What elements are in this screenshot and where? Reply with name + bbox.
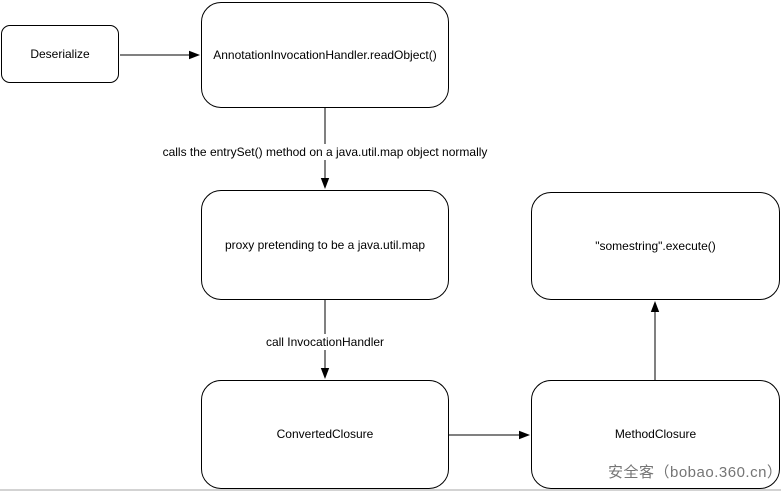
edge-label-entryset: calls the entrySet() method on a java.ut… [159,144,491,161]
node-proxy-java-util-map: proxy pretending to be a java.util.map [201,190,449,300]
node-somestring-label: "somestring".execute() [595,238,716,253]
node-methodclosure: MethodClosure [531,380,780,489]
node-readobject-label: AnnotationInvocationHandler.readObject() [213,47,437,62]
arrow-readobject-to-proxy [320,108,330,189]
node-methodclosure-label: MethodClosure [614,427,697,442]
page-edge-line [0,489,781,491]
node-somestring-execute: "somestring".execute() [531,192,780,300]
node-deserialize: Deserialize [1,25,119,83]
arrow-convertedclosure-to-methodclosure [449,430,530,440]
arrow-deserialize-to-readobject [120,50,200,60]
node-convertedclosure: ConvertedClosure [201,380,449,489]
edge-label-invocationhandler: call InvocationHandler [262,334,388,351]
node-annotationinvocationhandler-readobject: AnnotationInvocationHandler.readObject() [201,2,449,108]
node-proxy-label: proxy pretending to be a java.util.map [224,237,426,252]
node-convertedclosure-label: ConvertedClosure [276,427,374,442]
node-deserialize-label: Deserialize [30,46,90,61]
watermark-anquanke: 安全客（bobao.360.cn） [608,464,781,481]
arrow-methodclosure-to-somestring [650,301,660,380]
